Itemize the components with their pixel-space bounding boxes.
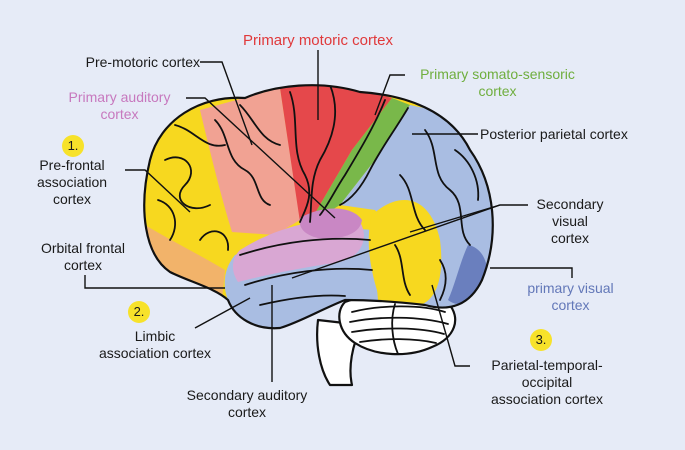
label-limbic-association-cortex: Limbic association cortex: [98, 328, 212, 361]
label-pre-motor-cortex: Pre-motoric cortex: [85, 54, 200, 70]
region-orbital-frontal: [144, 225, 225, 300]
leader-secondary-visual-2: [409, 204, 501, 233]
leader-prefrontal: [125, 169, 191, 213]
cerebrum-regions: [144, 85, 493, 329]
label-primary-auditory-cortex: Primary auditory cortex: [68, 89, 171, 122]
label-prefrontal-association-cortex: Pre-frontal association cortex: [36, 157, 108, 207]
leader-primary-auditory: [186, 97, 336, 219]
region-premotor: [200, 88, 300, 235]
label-secondary-visual-cortex: Secondary visual cortex: [536, 196, 604, 246]
region-primary-auditory: [299, 208, 362, 239]
leader-orbital-frontal: [84, 275, 225, 289]
badge-1: 1.: [62, 135, 84, 157]
leader-parietal-temporal: [431, 284, 470, 367]
badge-3: 3.: [530, 329, 552, 351]
badge-2: 2.: [128, 301, 150, 323]
leader-lines: [84, 50, 573, 382]
leader-pre-motor: [200, 61, 253, 146]
leader-limbic: [194, 297, 251, 329]
label-parietal-temporal-occipital-association-cortex: Parietal-temporal- occipital association…: [490, 357, 604, 407]
cerebellum-folia: [349, 303, 449, 355]
label-orbital-frontal-cortex: Orbital frontal cortex: [40, 240, 126, 273]
leader-primary-visual: [490, 267, 573, 278]
label-primary-motor-cortex: Primary motoric cortex: [242, 32, 394, 49]
gyri: [157, 85, 480, 306]
label-secondary-auditory-cortex: Secondary auditory cortex: [186, 387, 308, 420]
region-secondary-visual: [368, 200, 442, 305]
label-primary-somato-sensoric-cortex: Primary somato-sensoric cortex: [420, 66, 575, 99]
label-primary-visual-cortex: primary visual cortex: [527, 280, 614, 313]
label-posterior-parietal-cortex: Posterior parietal cortex: [480, 126, 628, 142]
leader-primary-somato: [374, 74, 405, 116]
